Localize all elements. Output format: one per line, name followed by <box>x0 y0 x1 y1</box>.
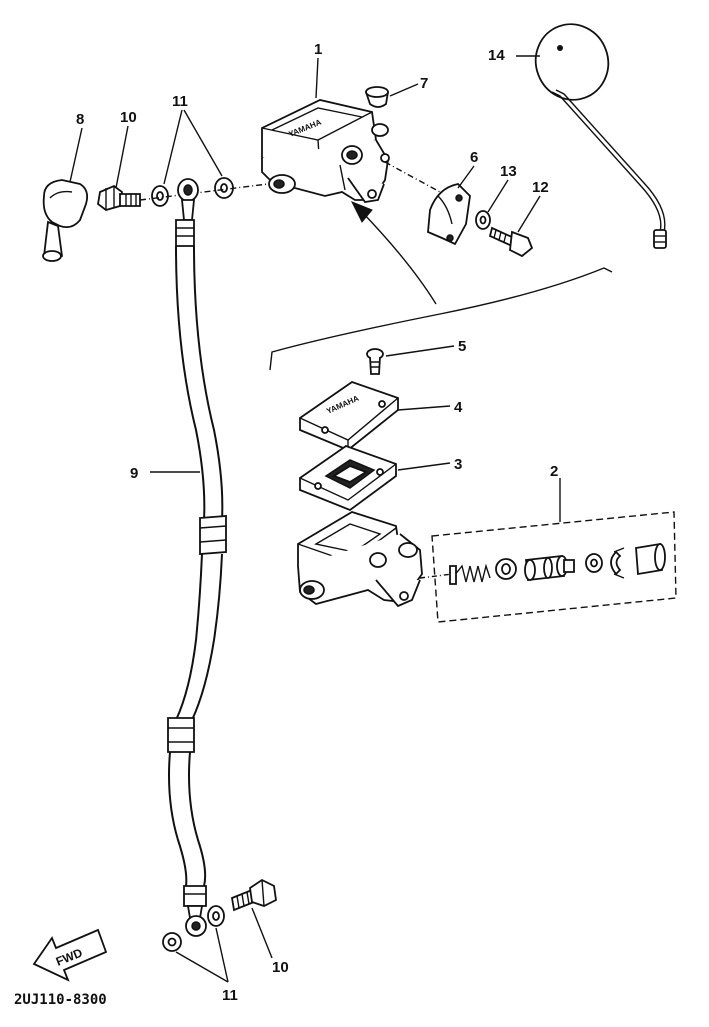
diaphragm <box>299 444 397 512</box>
callout-10-upper: 10 <box>120 109 137 126</box>
callout-6: 6 <box>470 149 478 166</box>
callouts: 1 2 3 4 5 6 7 8 9 10 10 11 11 12 13 14 <box>76 41 558 1004</box>
callout-11-lower: 11 <box>222 987 238 1004</box>
callout-3: 3 <box>454 456 462 473</box>
brake-hose <box>167 178 227 937</box>
mirror-part <box>534 23 667 249</box>
leader-lines <box>69 55 541 983</box>
gaskets-upper <box>151 177 234 207</box>
callout-9: 9 <box>130 465 138 482</box>
washer-13 <box>475 210 491 230</box>
clamp-bracket-part <box>427 183 471 246</box>
master-cylinder-body <box>297 511 423 608</box>
callout-7: 7 <box>420 75 428 92</box>
callout-14: 14 <box>488 47 505 64</box>
bolt-12 <box>488 226 534 258</box>
fwd-arrow: FWD <box>32 928 108 982</box>
callout-8: 8 <box>76 111 84 128</box>
union-bolt-upper <box>97 184 141 211</box>
gaskets-lower <box>162 905 225 952</box>
callout-13: 13 <box>500 163 517 180</box>
reservoir-cover: YAMAHA <box>299 380 399 452</box>
master-cylinder-assembly-top: YAMAHA <box>261 99 390 203</box>
document-code: 2UJ110-8300 <box>14 992 107 1008</box>
callout-11-upper: 11 <box>172 93 188 110</box>
callout-5: 5 <box>458 338 466 355</box>
callout-10-lower: 10 <box>272 959 289 976</box>
callout-4: 4 <box>454 399 463 416</box>
callout-1: 1 <box>314 41 322 58</box>
cap-part <box>364 86 389 108</box>
piston-kit <box>431 478 677 623</box>
union-bolt-lower <box>230 878 277 912</box>
banjo-cover <box>42 179 89 262</box>
callout-2: 2 <box>550 463 558 480</box>
callout-12: 12 <box>532 179 549 196</box>
screw-5 <box>366 348 384 375</box>
